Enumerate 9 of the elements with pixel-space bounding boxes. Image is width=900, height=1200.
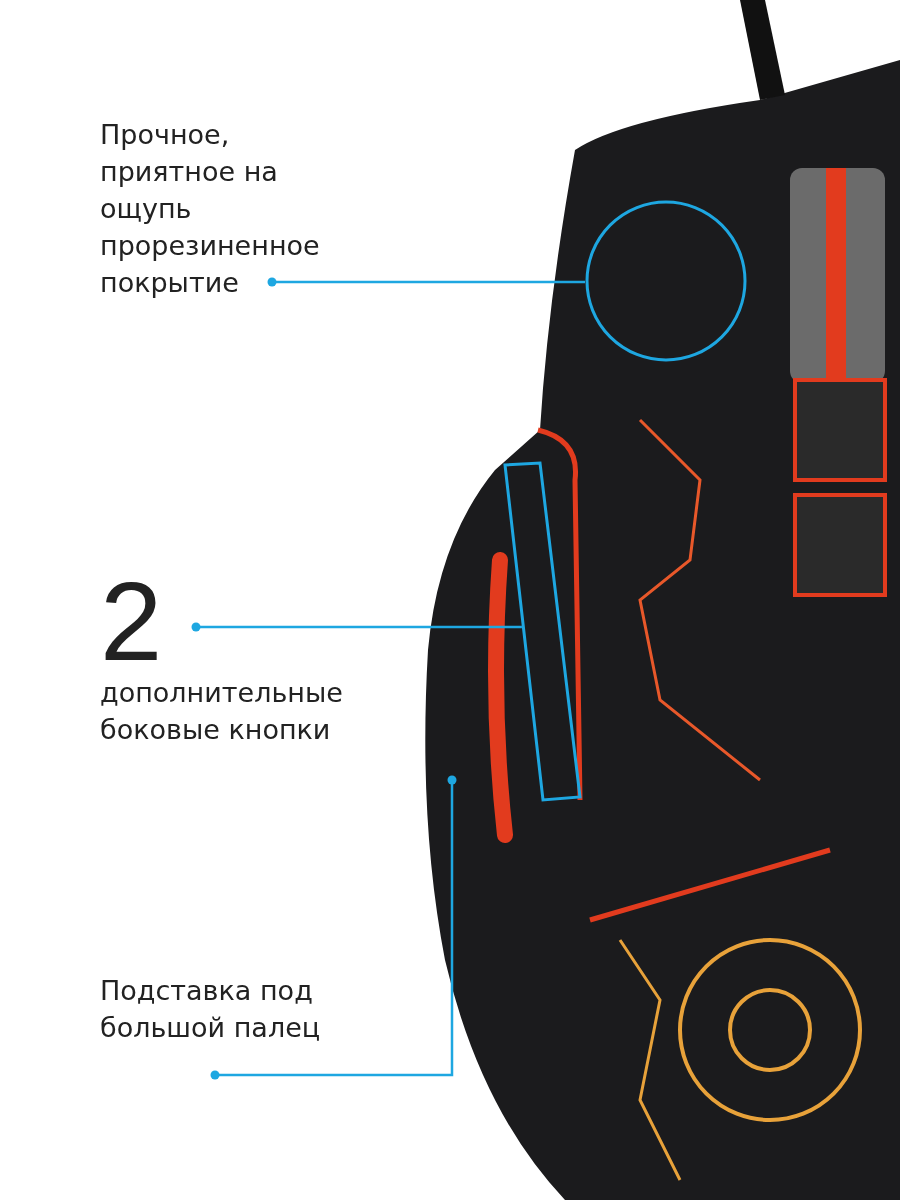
- leader-line: [210, 775, 457, 1080]
- callout-text: дополнительные боковые кнопки: [100, 676, 344, 747]
- callout-number: 2: [100, 570, 164, 674]
- leader-line: [191, 622, 522, 632]
- highlight-frame: [500, 460, 584, 805]
- callout-text: Прочное, приятное на ощупь прорезиненное покрытие: [100, 116, 360, 301]
- highlight-circle: [585, 200, 747, 362]
- leader-line: [267, 277, 585, 287]
- callout-text: Подставка под большой палец: [100, 972, 330, 1046]
